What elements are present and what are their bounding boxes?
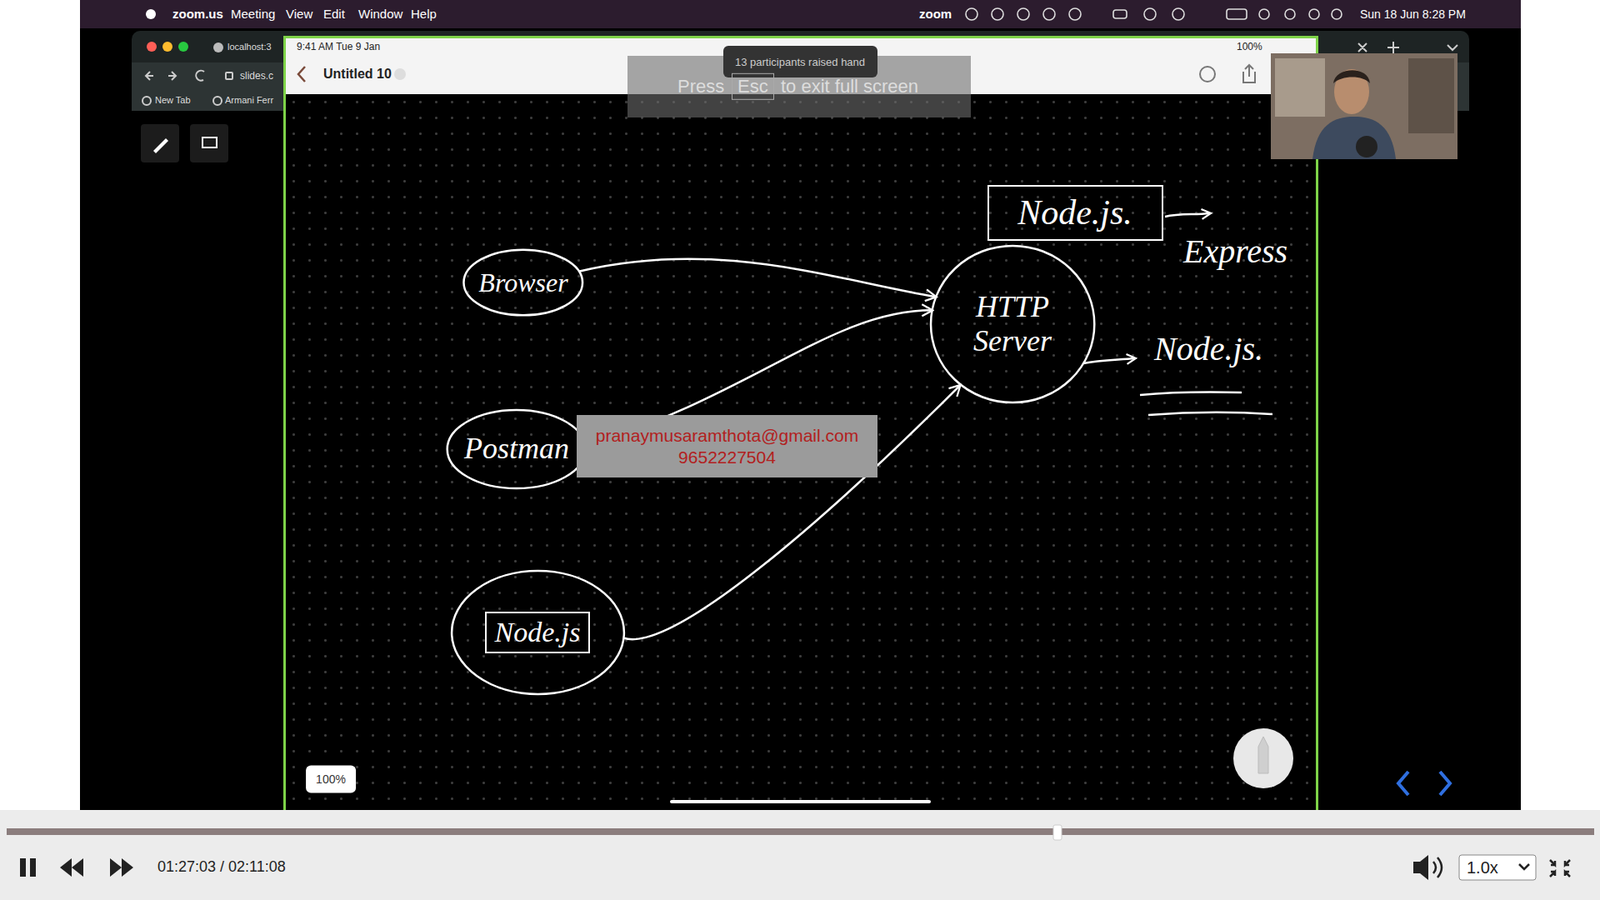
volume-waves <box>1433 857 1442 878</box>
arrow-to-express <box>1165 213 1210 217</box>
client-circle: Node.js <box>450 568 626 697</box>
fullscreen-exit-icon <box>1550 860 1570 877</box>
runtime-box: Node.js. <box>987 185 1164 241</box>
speed-select <box>1459 855 1536 880</box>
pencil-icon <box>1258 736 1269 774</box>
watermark-box: pranaymusaramthota@gmail.com9652227504 <box>576 415 878 478</box>
rewind-icon <box>60 858 84 877</box>
bookmark: Armani Ferr <box>225 95 274 106</box>
progress-knob <box>1053 825 1062 840</box>
server-circle: HTTP Server <box>929 242 1096 406</box>
minimize-light <box>162 41 173 52</box>
controls-bar <box>0 810 1600 900</box>
tab-title: localhost:3 <box>227 41 272 53</box>
forward-icon <box>110 858 134 877</box>
tab-favicon <box>213 42 224 53</box>
undo-icon <box>1200 66 1215 82</box>
framework-label: Express <box>1183 231 1288 272</box>
pencil-button <box>1233 728 1294 789</box>
url-text: slides.c <box>240 70 274 82</box>
document-title: Untitled 10 <box>323 65 392 82</box>
runtime-label: Node.js. <box>1154 329 1264 370</box>
clock: Sun 18 Jun 8:28 PM <box>1360 7 1466 22</box>
speed-label: 1.0x <box>1466 857 1499 878</box>
overlay-text: to exit full screen <box>780 75 919 98</box>
status-app: zoom <box>919 6 952 22</box>
volume-icon <box>1413 855 1429 880</box>
pause-icon <box>30 858 36 877</box>
home-indicator <box>671 800 930 804</box>
zoom-badge: 100% <box>305 765 356 794</box>
screen-tool-button <box>190 124 229 163</box>
webcam-view <box>1270 53 1458 160</box>
share-icon <box>1243 65 1255 83</box>
client-circle: Browser <box>462 248 585 317</box>
node-label: HTTP Server <box>950 290 1075 360</box>
menu-item: View <box>285 6 313 22</box>
select-chevron <box>1519 864 1530 870</box>
time-display: 01:27:03 / 02:11:08 <box>157 858 286 877</box>
arrow-to-nodejs <box>1083 358 1135 364</box>
status-icons <box>965 8 1342 20</box>
tooltip-text: 13 participants raised hand <box>735 55 865 70</box>
overlay-text: Press <box>677 75 725 98</box>
underline <box>1140 391 1242 395</box>
key-label: Esc <box>731 73 775 100</box>
zoom-light <box>178 41 189 52</box>
node-label: Node.js. <box>1017 192 1133 233</box>
back-chevron <box>298 66 305 82</box>
menu-item: Window <box>358 6 403 22</box>
node-label: Postman <box>464 431 570 466</box>
next-arrow <box>1440 771 1450 795</box>
pause-icon <box>20 858 26 877</box>
menu-item: Help <box>410 6 437 22</box>
menu-item: Meeting <box>230 6 275 22</box>
ipad-clock: 9:41 AM Tue 9 Jan <box>296 40 380 53</box>
watermark-text: pranaymusaramthota@gmail.com <box>595 425 859 446</box>
watermark-text: 9652227504 <box>678 446 776 468</box>
request-arrow <box>578 259 935 297</box>
app-name: zoom.us <box>172 6 224 22</box>
menu-item: Edit <box>323 6 345 22</box>
prev-arrow <box>1398 771 1409 795</box>
screen-icon <box>202 137 217 148</box>
node-label: Node.js <box>485 611 591 653</box>
battery-level: 100% <box>1236 40 1263 53</box>
client-circle: Postman <box>445 408 588 490</box>
node-label: Browser <box>478 267 568 299</box>
underline <box>1148 412 1273 415</box>
pen-tool-button <box>140 124 180 163</box>
close-light <box>146 41 157 52</box>
bookmark: New Tab <box>155 95 191 106</box>
pen-icon <box>153 138 169 154</box>
title-dropdown <box>394 68 406 80</box>
progress-track <box>6 828 1595 835</box>
apple-logo <box>145 9 156 20</box>
